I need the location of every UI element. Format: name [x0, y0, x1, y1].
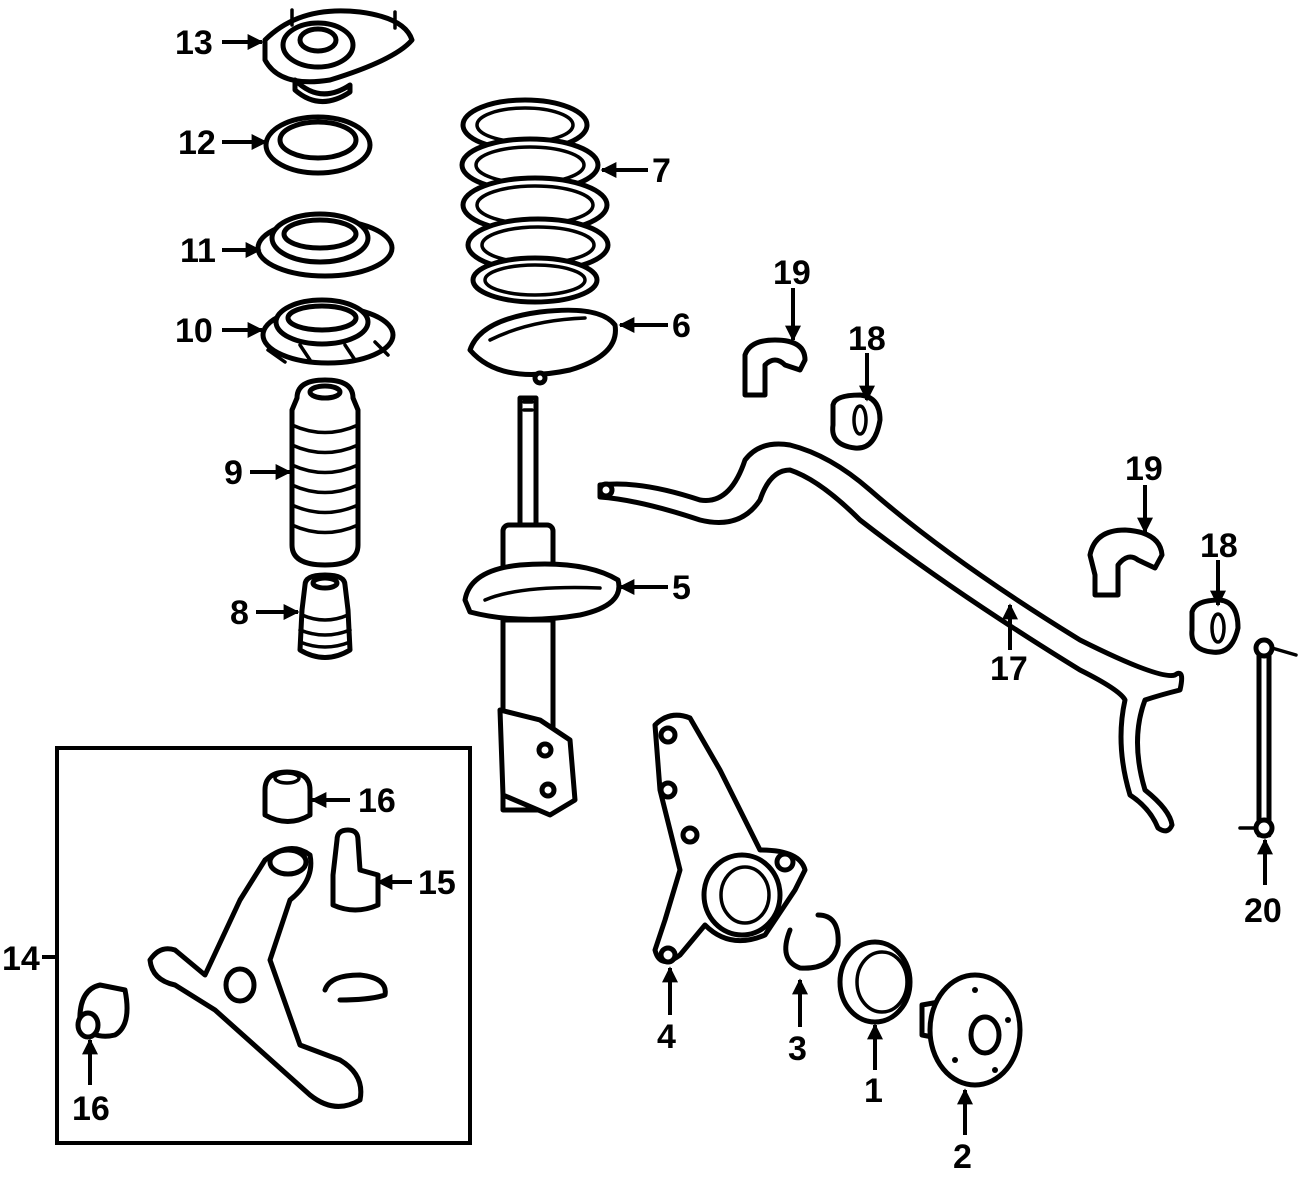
part-3-snap-ring[interactable]	[783, 912, 841, 971]
callout-12: 12	[178, 124, 216, 162]
callout-7: 7	[652, 152, 671, 190]
part-19-bar-bracket-upper[interactable]	[742, 337, 808, 398]
part-18-bar-bushing-upper[interactable]	[830, 392, 883, 451]
part-14-clip[interactable]	[322, 972, 388, 1003]
part-19-bar-bracket-lower[interactable]	[1087, 527, 1165, 598]
callout-19-lower: 19	[1125, 450, 1163, 488]
callout-5: 5	[672, 569, 691, 607]
part-16-bushing-lower[interactable]	[75, 982, 130, 1040]
callout-10: 10	[175, 312, 213, 350]
part-9-dust-boot[interactable]	[289, 377, 361, 568]
part-16-bushing-upper[interactable]	[262, 769, 313, 824]
callout-3: 3	[788, 1030, 807, 1068]
callout-1: 1	[864, 1072, 883, 1110]
part-14-group-box	[55, 746, 472, 1145]
callout-18-upper: 18	[848, 320, 886, 358]
callout-2: 2	[953, 1138, 972, 1176]
part-10-spring-insulator[interactable]	[260, 297, 396, 366]
callout-16-lower: 16	[72, 1090, 110, 1128]
callout-labels: 13 12 11 10 9 8 7 6 5 19 18 19 18 17 20 …	[2, 24, 1282, 1176]
part-5-strut-assembly[interactable]	[462, 395, 622, 818]
part-17-stabilizer-bar[interactable]	[597, 441, 1185, 834]
part-13-strut-mount[interactable]	[262, 8, 415, 104]
callout-8: 8	[230, 594, 249, 632]
part-11-upper-spring-seat[interactable]	[255, 211, 395, 279]
part-20-stabilizer-link[interactable]	[1238, 637, 1298, 839]
callout-13: 13	[175, 24, 213, 62]
part-7-coil-spring[interactable]	[459, 97, 611, 305]
part-8-bump-stop[interactable]	[297, 572, 353, 660]
callout-20: 20	[1244, 892, 1282, 930]
callout-4: 4	[657, 1018, 676, 1056]
part-6-lower-spring-seat[interactable]	[467, 307, 618, 386]
callout-17: 17	[990, 650, 1028, 688]
callout-18-lower: 18	[1200, 527, 1238, 565]
callout-16-upper: 16	[358, 782, 396, 820]
callout-15: 15	[418, 864, 456, 902]
part-15-ball-joint[interactable]	[330, 827, 381, 913]
callout-19-upper: 19	[773, 254, 811, 292]
callout-leaders	[42, 34, 1273, 1135]
callout-9: 9	[224, 454, 243, 492]
part-2-wheel-hub[interactable]	[919, 972, 1023, 1088]
part-18-bar-bushing-lower[interactable]	[1189, 597, 1241, 655]
part-1-wheel-bearing[interactable]	[837, 939, 913, 1025]
callout-11: 11	[180, 232, 216, 270]
part-14-lower-control-arm[interactable]	[147, 846, 364, 1109]
part-4-steering-knuckle[interactable]	[652, 712, 808, 965]
callout-14: 14	[2, 940, 40, 978]
part-12-bearing[interactable]	[263, 114, 373, 176]
callout-6: 6	[672, 307, 691, 345]
